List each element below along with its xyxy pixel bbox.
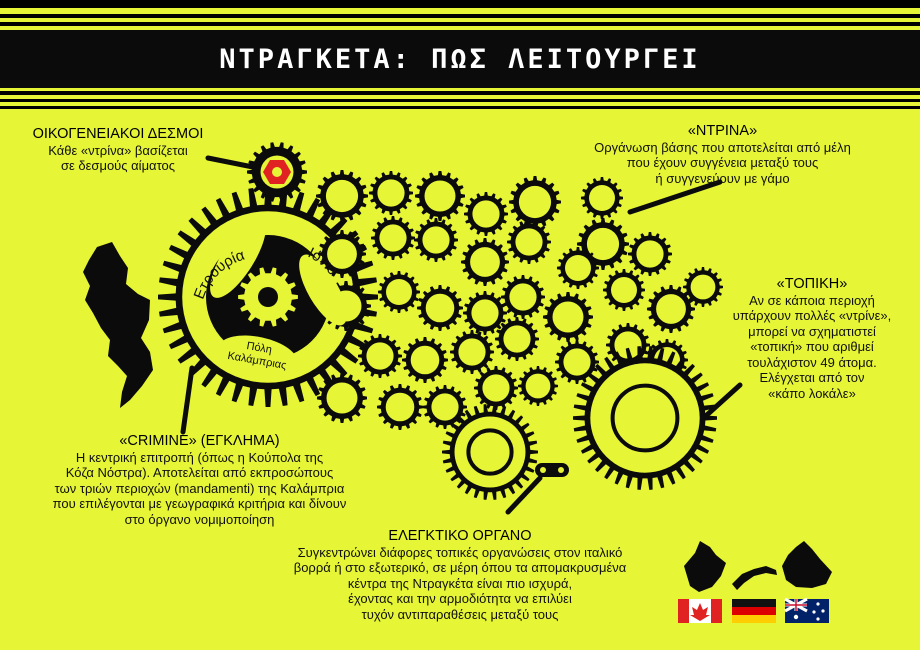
ntrina-gear-7 <box>628 232 672 276</box>
bottom-stripe-thin-2 <box>0 99 920 102</box>
ntrina-gear-22 <box>647 285 695 333</box>
liguria-map-icon <box>732 566 777 590</box>
top-stripe-thin <box>0 14 920 18</box>
ntrina-gear-19 <box>501 275 545 319</box>
ntrina-gear-25 <box>402 337 448 383</box>
ntrina-gear-2 <box>369 171 413 215</box>
calabria-map-icon <box>83 242 153 408</box>
ntrina-gear-27 <box>495 317 539 361</box>
annotation-control-heading: ΕΛΕΓΚΤΙΚΟ ΟΡΓΑΝΟ <box>388 528 532 544</box>
ntrina-gear-17 <box>417 285 463 331</box>
ntrina-gear-33 <box>518 366 558 406</box>
pointer-family <box>205 155 261 171</box>
chain-link-icon <box>535 463 569 477</box>
bottom-stripe-thin <box>0 91 920 95</box>
ntrina-gear-26 <box>450 330 494 374</box>
slot-ionio <box>299 254 347 326</box>
ntrina-gear-4 <box>464 192 508 236</box>
annotation-topiki: «ΤΟΠΙΚΗ» Αν σε κάποια περιοχή υπάρχουν π… <box>712 276 912 401</box>
annotation-control-body: Συγκεντρώνει διάφορες τοπικές οργανώσεις… <box>293 544 627 622</box>
annotation-control: ΕΛΕΓΚΤΙΚΟ ΟΡΓΑΝΟ Συγκεντρώνει διάφορες τ… <box>250 528 670 622</box>
bottom-stripe-thin-3 <box>0 106 920 109</box>
ntrina-gear-28 <box>555 340 599 384</box>
ntrina-gear-24 <box>358 334 402 378</box>
annotation-topiki-heading: «ΤΟΠΙΚΗ» <box>776 276 848 292</box>
australia-flag <box>784 597 829 623</box>
ntrina-gear-5 <box>509 176 561 228</box>
ntrina-gear-11 <box>414 218 458 262</box>
annotation-crimine-heading: «CRIMINE» (ΕΓΚΛΗΜΑ) <box>119 433 280 449</box>
title-banner: ΝΤΡΑΓΚΕΤΑ: ΠΩΣ ΛΕΙΤΟΥΡΓΕΙ <box>0 30 920 88</box>
annotation-ntrina-body: Οργάνωση βάσης που αποτελείται από μέλη … <box>594 139 851 186</box>
annotation-family-body: Κάθε «ντρίνα» βασίζεται σε δεσμούς αίματ… <box>48 142 188 174</box>
ntrina-gear-30 <box>377 384 423 430</box>
annotation-crimine-body: Η κεντρική επιτροπή (όπως η Κούπολα της … <box>52 449 347 527</box>
page-title: ΝΤΡΑΓΚΕΤΑ: ΠΩΣ ΛΕΙΤΟΥΡΓΕΙ <box>219 43 701 75</box>
annotation-ntrina: «ΝΤΡΙΝΑ» Οργάνωση βάσης που αποτελείται … <box>570 123 875 186</box>
annotation-topiki-body: Αν σε κάποια περιοχή υπάρχουν πολλές «ντ… <box>732 292 892 401</box>
ntrina-gear-14 <box>557 247 599 289</box>
control-gear-left <box>442 404 538 500</box>
annotation-crimine: «CRIMINE» (ΕΓΚΛΗΜΑ) Η κεντρική επιτροπή … <box>42 433 357 527</box>
ntrina-gear-18 <box>463 291 507 335</box>
top-stripe-thin-2 <box>0 22 920 26</box>
control-gear-right <box>573 346 717 490</box>
annotation-family-heading: ΟΙΚΟΓΕΝΕΙΑΚΟΙ ΔΕΣΜΟΙ <box>32 126 204 142</box>
hex-nut-icon <box>263 160 291 184</box>
ntrina-gear-9 <box>318 230 366 278</box>
ntrina-gear-3 <box>415 171 465 221</box>
ntrina-gear-23 <box>683 267 723 307</box>
ntrina-gear-29 <box>317 373 367 423</box>
region-label-poli: Πόλη <box>246 340 273 356</box>
ntrina-gear-13 <box>507 220 551 264</box>
pointer-control <box>505 475 543 515</box>
ntrina-gear-21 <box>603 269 645 311</box>
pointer-ntrina <box>627 179 723 215</box>
crimine-big-gear-details: Ετρουρία Ιόνιο Πόλη Καλάμπριας <box>191 218 347 375</box>
slot-etruria <box>210 218 266 298</box>
annotation-ntrina-heading: «ΝΤΡΙΝΑ» <box>687 123 758 139</box>
canada-flag <box>678 599 722 623</box>
annotation-family: ΟΙΚΟΓΕΝΕΙΑΚΟΙ ΔΕΣΜΟΙ Κάθε «ντρίνα» βασίζ… <box>18 126 218 174</box>
ntrina-gear-10 <box>371 216 415 260</box>
ntrina-gear-16 <box>378 271 420 313</box>
ntrina-gear-1 <box>316 170 368 222</box>
pointer-crimine <box>180 365 195 435</box>
top-stripe <box>0 0 920 8</box>
ntrina-gear-32 <box>474 366 518 410</box>
ntrina-gear-31 <box>423 385 467 429</box>
ntrina-gear-20 <box>543 292 593 342</box>
germany-flag <box>732 599 776 623</box>
lombardy-map-icon <box>782 541 832 588</box>
ntrina-gear-8 <box>581 177 623 219</box>
slot-poli <box>218 335 298 375</box>
north-italy-map-icon <box>684 541 726 592</box>
ntrina-gear-12 <box>461 238 509 286</box>
